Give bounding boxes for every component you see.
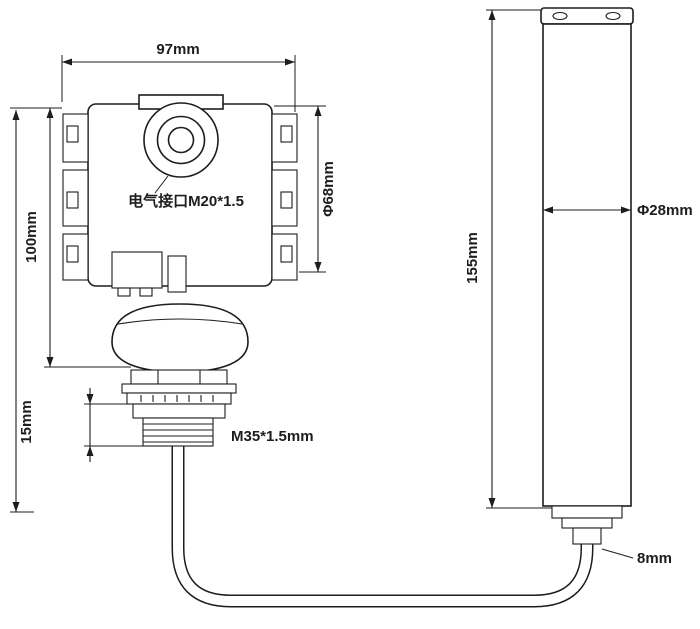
probe-step-1: [551, 505, 623, 519]
callout-electrical-port: 电气接口M20*1.5: [128, 175, 244, 210]
dimension-label-15mm: 15mm: [18, 400, 35, 443]
dimension-label-97mm: 97mm: [156, 41, 199, 58]
dimension-label-100mm: 100mm: [23, 211, 40, 263]
process-connection: [121, 369, 237, 447]
dimension-housing-diameter: Φ68mm: [274, 105, 337, 273]
probe-body: [542, 23, 632, 507]
dimension-label-155mm: 155mm: [464, 232, 481, 284]
neck-stem: [167, 255, 187, 293]
dimension-probe-length: 155mm: [464, 9, 552, 509]
sensor-module: [111, 303, 249, 373]
cable-diameter-label: 8mm: [637, 550, 672, 567]
callout-thread-spec: M35*1.5mm: [231, 428, 314, 445]
terminal-cover: [111, 251, 163, 297]
electrical-port-label: 电气接口M20*1.5: [128, 192, 244, 210]
left-fins: [62, 113, 89, 281]
dimension-overall-height: [10, 110, 34, 513]
probe: [540, 7, 634, 545]
dimension-housing-height: 100mm: [10, 107, 131, 368]
dimension-probe-diameter: Φ28mm: [543, 202, 693, 219]
transmitter-housing: [62, 94, 298, 447]
dimension-top-width: 97mm: [61, 41, 296, 112]
electrical-entry-boss: [143, 102, 219, 178]
thread-spec-label: M35*1.5mm: [231, 428, 314, 445]
cable: [171, 444, 594, 608]
probe-step-2: [561, 517, 613, 529]
dimension-label-68mm: Φ68mm: [320, 161, 337, 217]
probe-cap-hole-left: [552, 11, 568, 21]
dimension-flange-thickness: 15mm: [18, 388, 143, 462]
probe-cap-hole-right: [605, 11, 621, 21]
callout-cable-diameter: 8mm: [601, 548, 672, 567]
cable-gland: [572, 527, 602, 545]
threaded-section: [142, 417, 214, 447]
right-fins: [271, 113, 298, 281]
dimension-label-28mm: Φ28mm: [637, 202, 693, 219]
